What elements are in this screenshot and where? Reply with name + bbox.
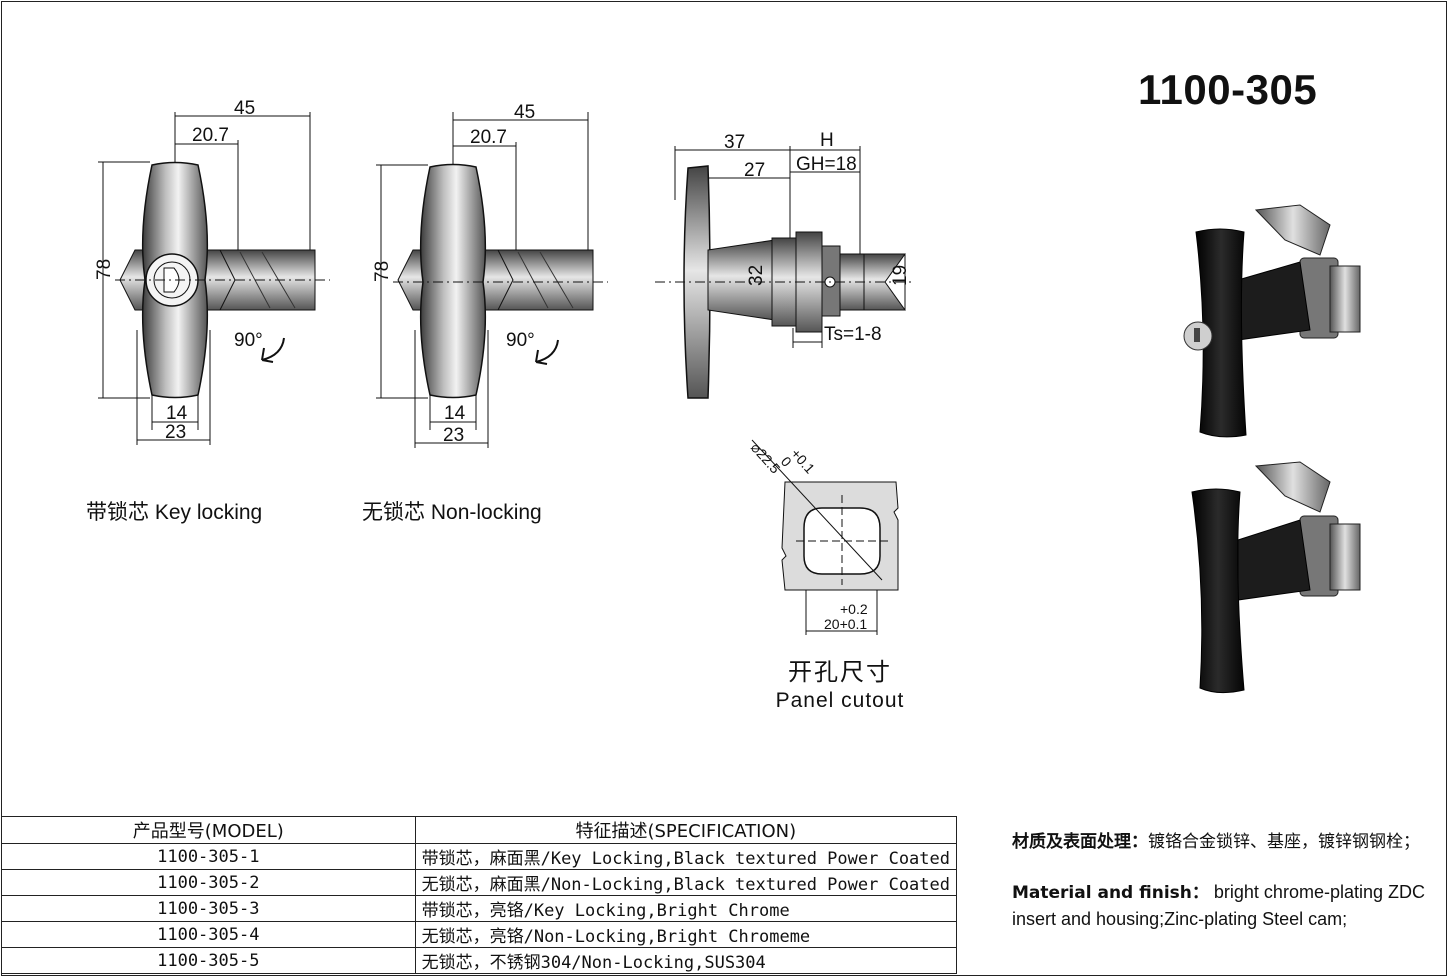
- caption-key-locking: 带锁芯 Key locking: [86, 496, 262, 526]
- panel-cutout-label: 开孔尺寸 Panel cutout: [770, 652, 910, 713]
- non-locking-drawing: 45 20.7 78 14 23 90°: [372, 102, 608, 448]
- side-dim-27: 27: [744, 160, 765, 181]
- model-cell: 1100-305-1: [1, 843, 416, 870]
- material-cn-label: 材质及表面处理：: [1012, 832, 1148, 852]
- specification-table: 产品型号(MODEL) 特征描述(SPECIFICATION) 1100-305…: [1, 816, 958, 974]
- caption-non-locking-en: Non-locking: [430, 501, 542, 524]
- rotation-arrow-icon: [535, 339, 559, 365]
- panel-cutout-label-cn: 开孔尺寸: [788, 658, 892, 686]
- non-rotation-label: 90°: [506, 330, 535, 351]
- table-row: 1100-305-3 带锁芯，亮铬/Key Locking,Bright Chr…: [1, 895, 958, 922]
- non-dim-14: 14: [444, 403, 466, 424]
- table-row: 1100-305-2 无锁芯，麻面黑/Non-Locking,Black tex…: [1, 869, 958, 896]
- side-view-drawing: 37 27 H GH=18 32 19 Ts=1-8: [655, 130, 915, 399]
- key-dim-20-7: 20.7: [192, 125, 229, 146]
- key-dim-14: 14: [166, 403, 188, 424]
- spec-cell: 无锁芯，麻面黑/Non-Locking,Black textured Power…: [414, 869, 958, 896]
- caption-non-locking: 无锁芯 Non-locking: [362, 496, 542, 526]
- spec-cell: 带锁芯，亮铬/Key Locking,Bright Chrome: [414, 895, 958, 922]
- header-model: 产品型号(MODEL): [1, 816, 416, 844]
- model-cell: 1100-305-4: [1, 921, 416, 948]
- table-header-row: 产品型号(MODEL) 特征描述(SPECIFICATION): [1, 816, 958, 844]
- side-dim-ts: Ts=1-8: [824, 324, 882, 345]
- panel-cutout-label-en: Panel cutout: [775, 689, 905, 712]
- product-photo-key: [1183, 204, 1361, 438]
- caption-key-locking-en: Key locking: [154, 501, 263, 524]
- header-specification: 特征描述(SPECIFICATION): [414, 816, 958, 844]
- table-row: 1100-305-5 无锁芯，不锈钢304/Non-Locking,SUS304: [1, 947, 958, 974]
- spec-cell: 带锁芯，麻面黑/Key Locking,Black textured Power…: [414, 843, 958, 870]
- key-dim-78: 78: [94, 259, 115, 280]
- side-dim-19: 19: [890, 265, 911, 286]
- side-dim-gh: GH=18: [796, 154, 857, 175]
- product-photo-non-locking: [1191, 461, 1361, 694]
- non-dim-45: 45: [514, 102, 535, 123]
- side-dim-37: 37: [724, 132, 745, 153]
- key-rotation-label: 90°: [234, 330, 263, 351]
- model-cell: 1100-305-3: [1, 895, 416, 922]
- material-en: Material and finish： bright chrome-plati…: [1012, 879, 1432, 932]
- table-row: 1100-305-1 带锁芯，麻面黑/Key Locking,Black tex…: [1, 843, 958, 870]
- material-en-text: bright chrome-plating ZDC insert and hou…: [1012, 882, 1425, 929]
- material-finish-block: 材质及表面处理：镀铬合金锁锌、基座，镀锌钢钢栓； Material and fi…: [1012, 828, 1432, 932]
- model-cell: 1100-305-5: [1, 947, 416, 974]
- spec-cell: 无锁芯，不锈钢304/Non-Locking,SUS304: [414, 947, 958, 974]
- rotation-arrow-icon: [261, 337, 285, 363]
- caption-key-locking-cn: 带锁芯: [86, 500, 149, 524]
- material-cn: 材质及表面处理：镀铬合金锁锌、基座，镀锌钢钢栓；: [1012, 828, 1432, 855]
- non-dim-78: 78: [372, 261, 393, 282]
- material-en-label: Material and finish：: [1012, 883, 1209, 903]
- non-dim-23: 23: [443, 425, 464, 446]
- caption-non-locking-cn: 无锁芯: [362, 500, 425, 524]
- cutout-dim-flat: 20+0.1: [824, 616, 867, 632]
- key-dim-45: 45: [234, 98, 255, 119]
- cutout-dim-diameter: ⌀22.5: [748, 439, 784, 476]
- material-cn-text: 镀铬合金锁锌、基座，镀锌钢钢栓；: [1148, 832, 1420, 852]
- key-locking-drawing: 45 20.7 78 14 23 90°: [94, 98, 330, 445]
- side-dim-32: 32: [746, 265, 767, 286]
- panel-cutout-drawing: ⌀22.5 +0.1 0 +0.2 20+0.1: [748, 439, 899, 635]
- product-title: 1100-305: [1138, 66, 1318, 113]
- table-row: 1100-305-4 无锁芯，亮铬/Non-Locking,Bright Chr…: [1, 921, 958, 948]
- spec-cell: 无锁芯，亮铬/Non-Locking,Bright Chromeme: [414, 921, 958, 948]
- model-cell: 1100-305-2: [1, 869, 416, 896]
- cutout-dim-flat-tol: +0.2: [840, 601, 868, 617]
- side-dim-h: H: [820, 130, 834, 151]
- non-dim-20-7: 20.7: [470, 127, 507, 148]
- key-dim-23: 23: [165, 422, 186, 443]
